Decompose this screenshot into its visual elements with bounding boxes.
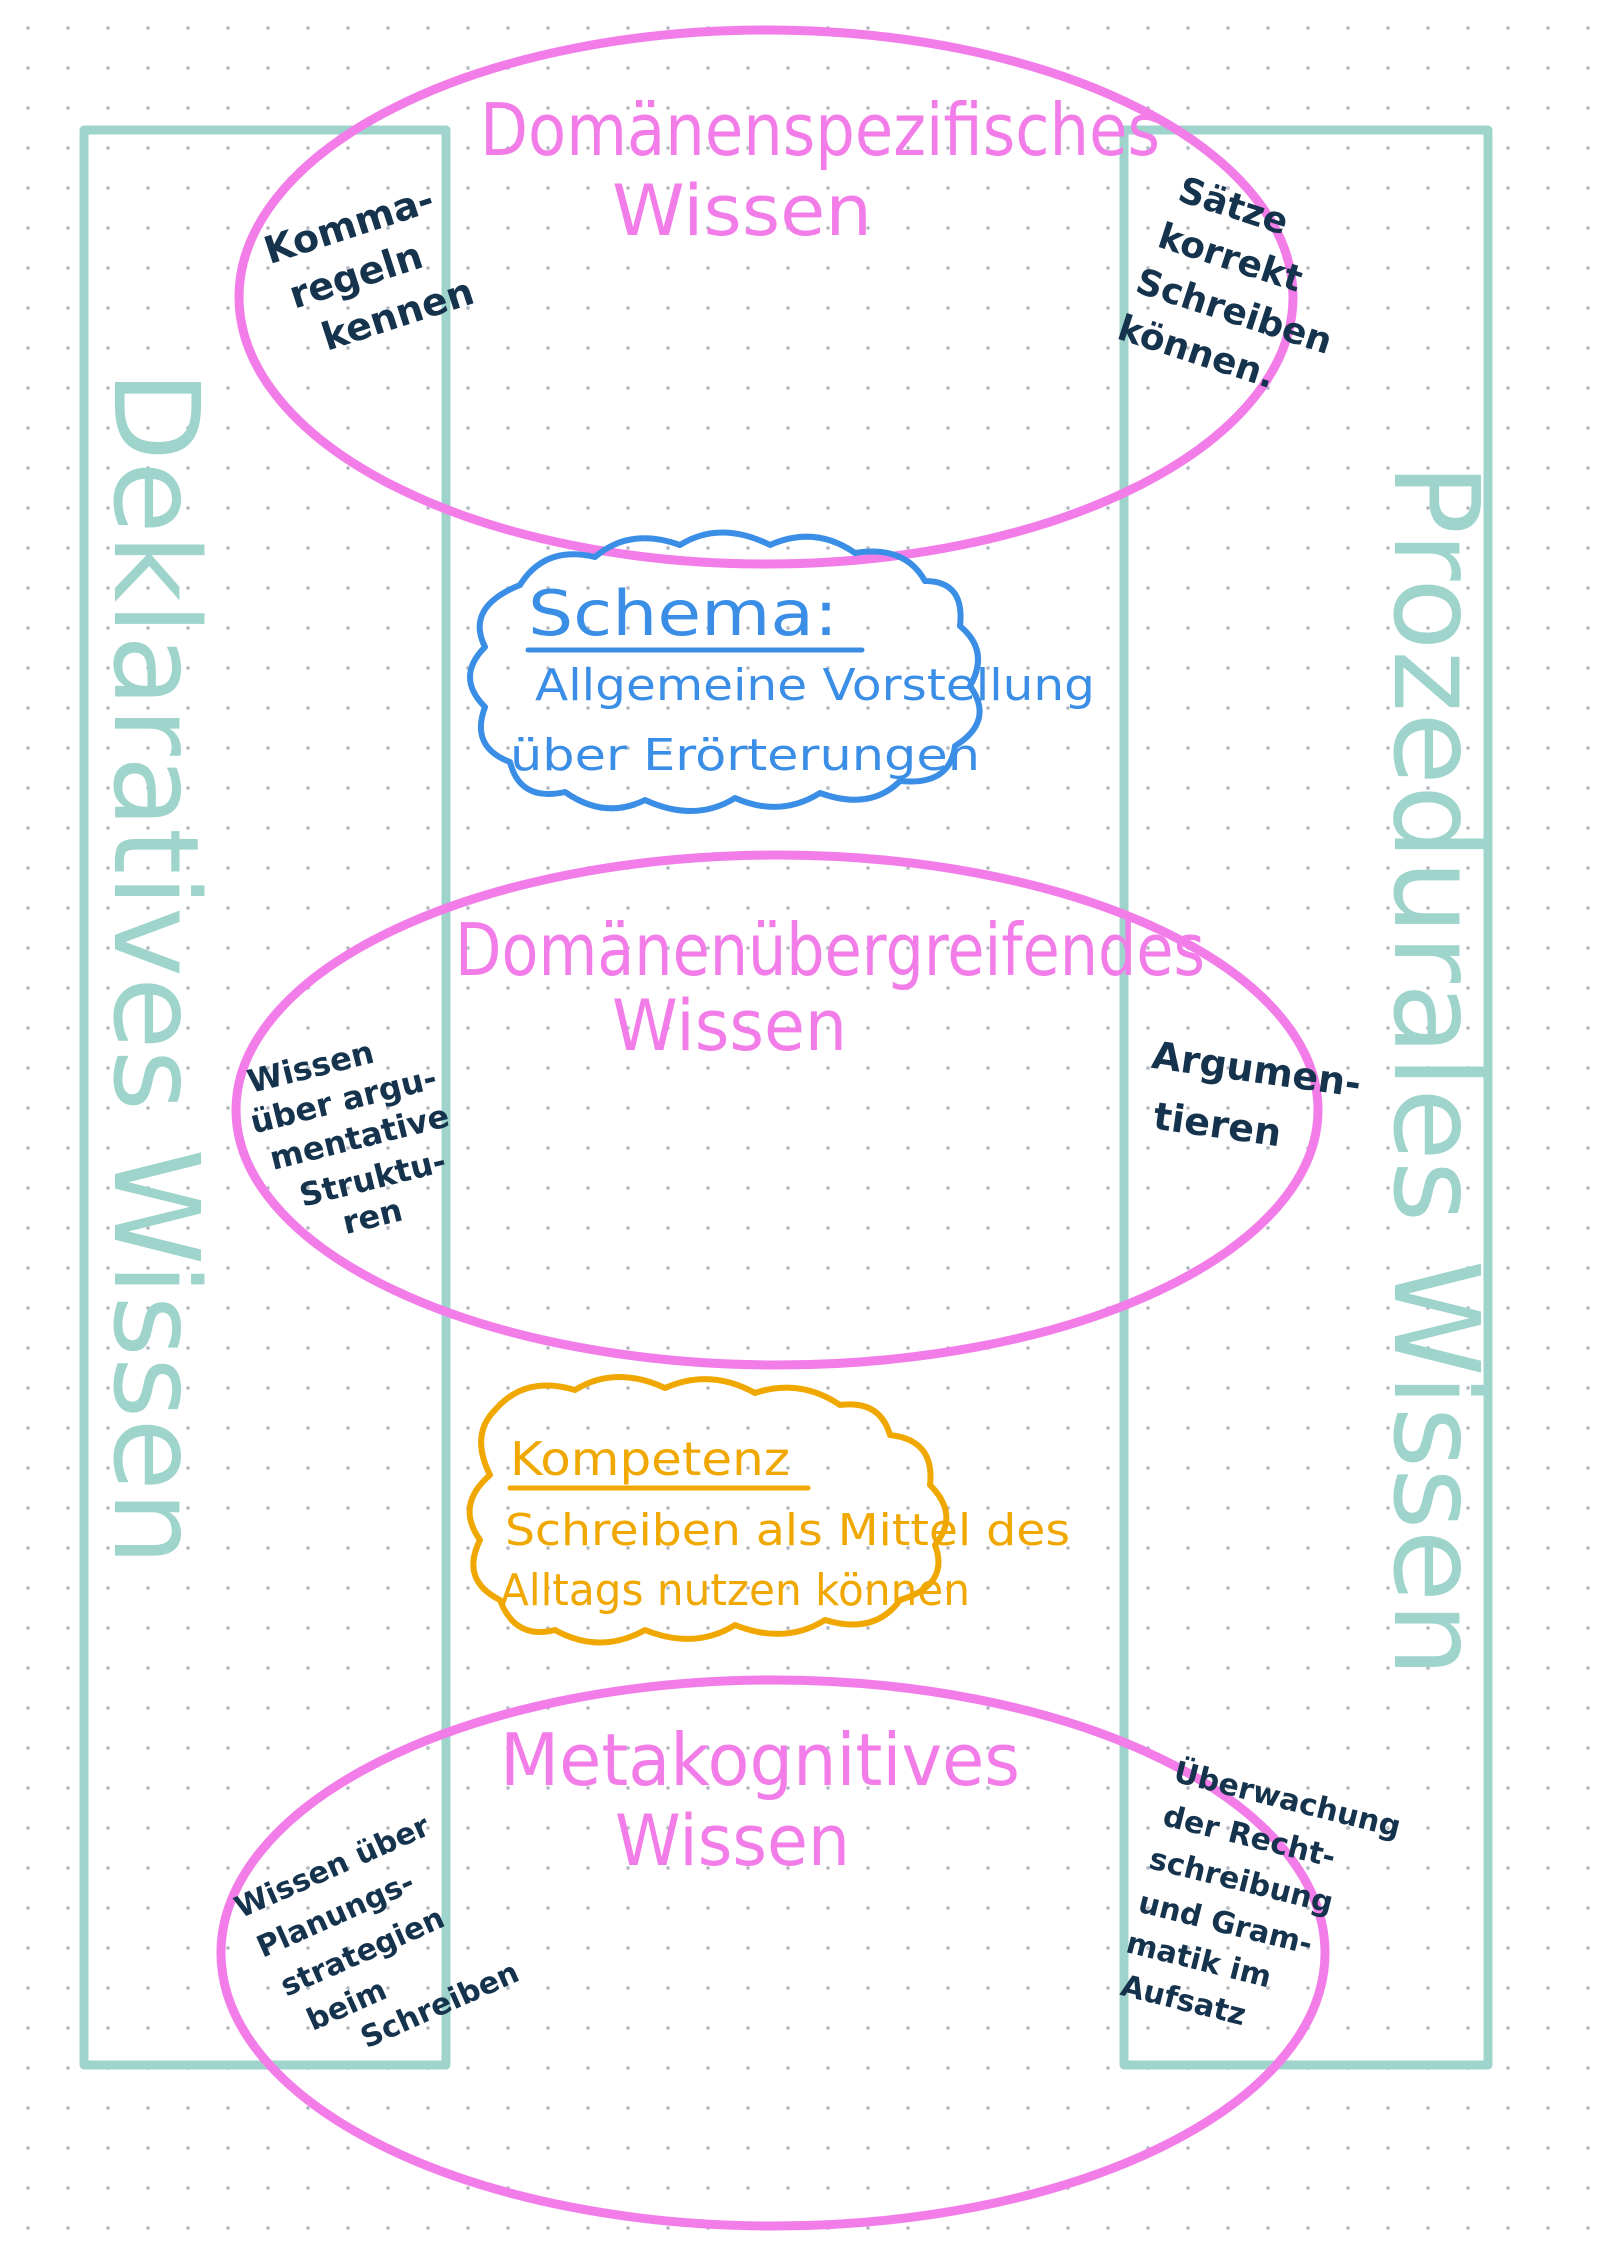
cross-domain-left-note: Wissen über argu- mentative Struktu- ren — [237, 1016, 484, 1258]
schema-cloud-outline — [467, 529, 983, 814]
domain-specific-left-note: Komma- regeln kennen — [259, 173, 483, 368]
schema-heading: Schema: — [528, 577, 838, 650]
cross-domain-title-line2: Wissen — [612, 985, 847, 1067]
domain-specific-title-line1: Domänenspezifisches — [480, 88, 1160, 172]
procedural-knowledge-label: Prozedurales Wissen — [1367, 463, 1505, 1677]
metacognitive-ellipse — [216, 1675, 1330, 2231]
procedural-knowledge-box — [1119, 125, 1493, 2070]
kompetenz-line2: Alltags nutzen können — [500, 1565, 970, 1616]
kompetenz-line1: Schreiben als Mittel des — [505, 1505, 1070, 1556]
metacognitive-right-note: Überwachung der Recht- schreibung und Gr… — [1112, 1752, 1415, 2061]
cross-domain-right-note-line: Argumen- — [1149, 1033, 1364, 1106]
cross-domain-right-note: Argumen- tieren — [1141, 1033, 1377, 1167]
cross-domain-ellipse — [231, 850, 1323, 1370]
schema-line1: Allgemeine Vorstellung — [535, 660, 1095, 711]
metacognitive-title-line2: Wissen — [615, 1800, 850, 1882]
schema-line2: über Erörterungen — [510, 730, 980, 781]
kompetenz-cloud-outline — [466, 1374, 950, 1646]
cross-domain-right-note-line: tieren — [1151, 1094, 1284, 1155]
declarative-knowledge-label: Deklaratives Wissen — [87, 370, 225, 1565]
kompetenz-heading: Kompetenz — [510, 1432, 790, 1486]
metacognitive-title-line1: Metakognitives — [500, 1718, 1020, 1802]
cross-domain-title-line1: Domänenübergreifendes — [455, 908, 1205, 992]
domain-specific-ellipse — [234, 25, 1298, 569]
domain-specific-right-note: Sätze korrekt Schreiben können. — [1113, 165, 1380, 414]
domain-specific-title-line2: Wissen — [612, 170, 872, 252]
